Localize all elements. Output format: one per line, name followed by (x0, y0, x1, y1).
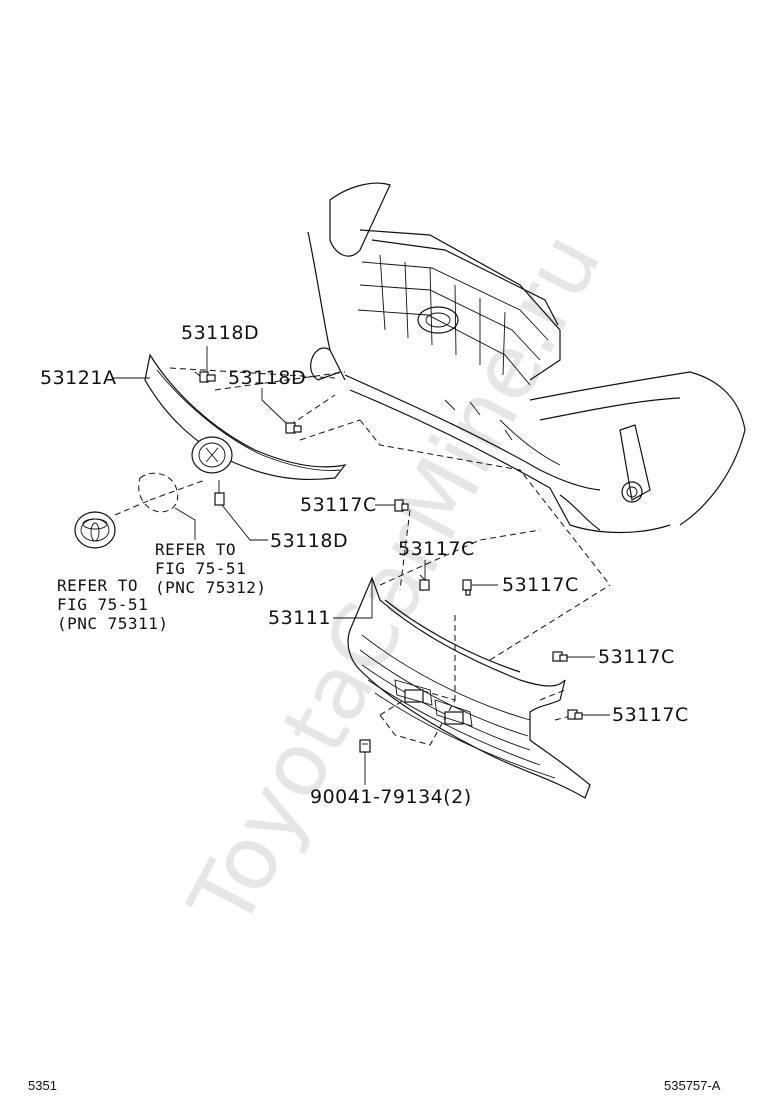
ref-front-line2: FIG 75-51 (57, 595, 149, 614)
label-53117c-c: 53117C (502, 574, 579, 596)
toyota-emblem-drawing (74, 511, 116, 549)
clip-53118d-mid (285, 422, 302, 434)
clip-53117c-a (394, 499, 409, 512)
label-53117c-b: 53117C (398, 538, 475, 560)
clip-53117c-b (419, 574, 430, 591)
clip-53117c-c (462, 579, 472, 596)
dashed-leader-lines (114, 367, 611, 746)
upper-grille-drawing (144, 353, 347, 481)
nut-90041-drawing (359, 739, 371, 753)
emblem-base-drawing (138, 472, 179, 513)
diagram-code: 535757-A (664, 1078, 721, 1093)
clip-53117c-d (552, 651, 568, 662)
ref-note-emblem-base: REFER TO FIG 75-51 (PNC 75312) (155, 540, 266, 597)
label-90041-79134: 90041-79134(2) (310, 786, 472, 808)
label-53118d-mid: 53118D (228, 367, 307, 389)
page-number: 5351 (28, 1078, 57, 1093)
clip-53118d-top (194, 371, 216, 383)
front-bumper-drawing (307, 182, 746, 534)
label-53117c-a: 53117C (300, 494, 377, 516)
label-53111: 53111 (268, 607, 331, 629)
clip-53117c-e (567, 709, 583, 720)
label-53118d-top: 53118D (181, 322, 260, 344)
ref-base-line3: (PNC 75312) (155, 578, 267, 597)
ref-base-line2: FIG 75-51 (155, 559, 247, 578)
ref-front-line3: (PNC 75311) (57, 614, 169, 633)
label-53117c-d: 53117C (598, 646, 675, 668)
ref-front-line1: REFER TO (57, 576, 139, 595)
label-leader-lines (112, 346, 610, 785)
clip-53118d-low (214, 480, 225, 506)
ref-base-line1: REFER TO (155, 540, 237, 559)
ref-note-emblem-front: REFER TO FIG 75-51 (PNC 75311) (57, 576, 168, 633)
label-53118d-low: 53118D (270, 530, 349, 552)
lower-grille-drawing (347, 576, 591, 799)
label-53121a: 53121A (40, 367, 117, 389)
label-53117c-e: 53117C (612, 704, 689, 726)
